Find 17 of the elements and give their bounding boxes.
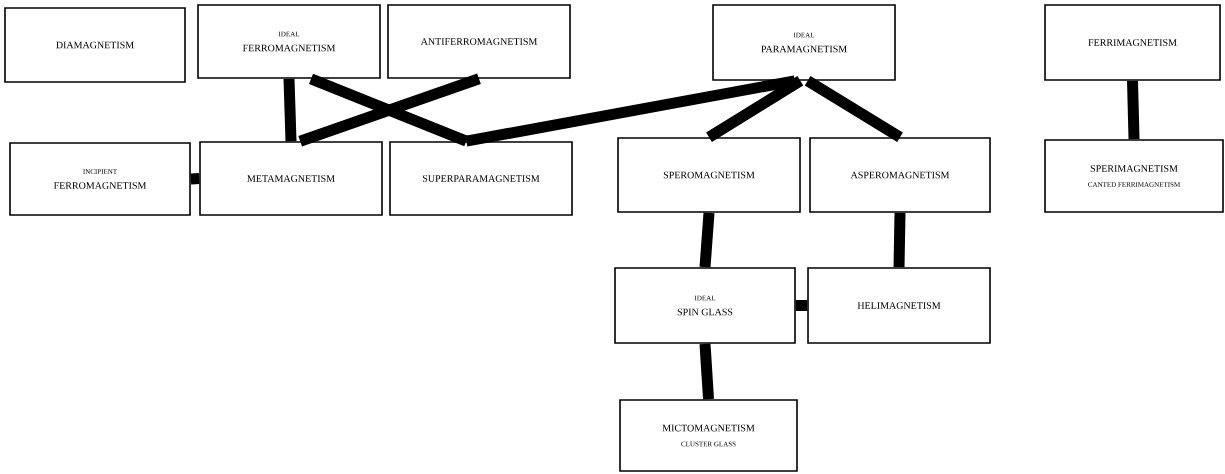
connector: [893, 212, 906, 268]
connector: [1127, 80, 1140, 140]
term-box: SUPERPARAMAGNETISM: [389, 141, 573, 216]
connector: [190, 173, 200, 185]
term-box: DIAMAGNETISM: [4, 7, 186, 83]
connector: [795, 300, 808, 311]
term-box: SPEROMAGNETISM: [617, 137, 801, 213]
connector: [465, 75, 796, 147]
connector: [699, 343, 714, 400]
term-box: ASPEROMAGNETISM: [809, 137, 991, 213]
connector: [804, 76, 903, 142]
term-box: FERRIMAGNETISM: [1044, 4, 1221, 81]
term-box: ANTIFERROMAGNETISM: [387, 4, 571, 79]
term-box: HELIMAGNETISM: [807, 267, 991, 344]
term-box: METAMAGNETISM: [199, 141, 383, 216]
connector: [699, 212, 715, 268]
connector: [283, 78, 297, 142]
